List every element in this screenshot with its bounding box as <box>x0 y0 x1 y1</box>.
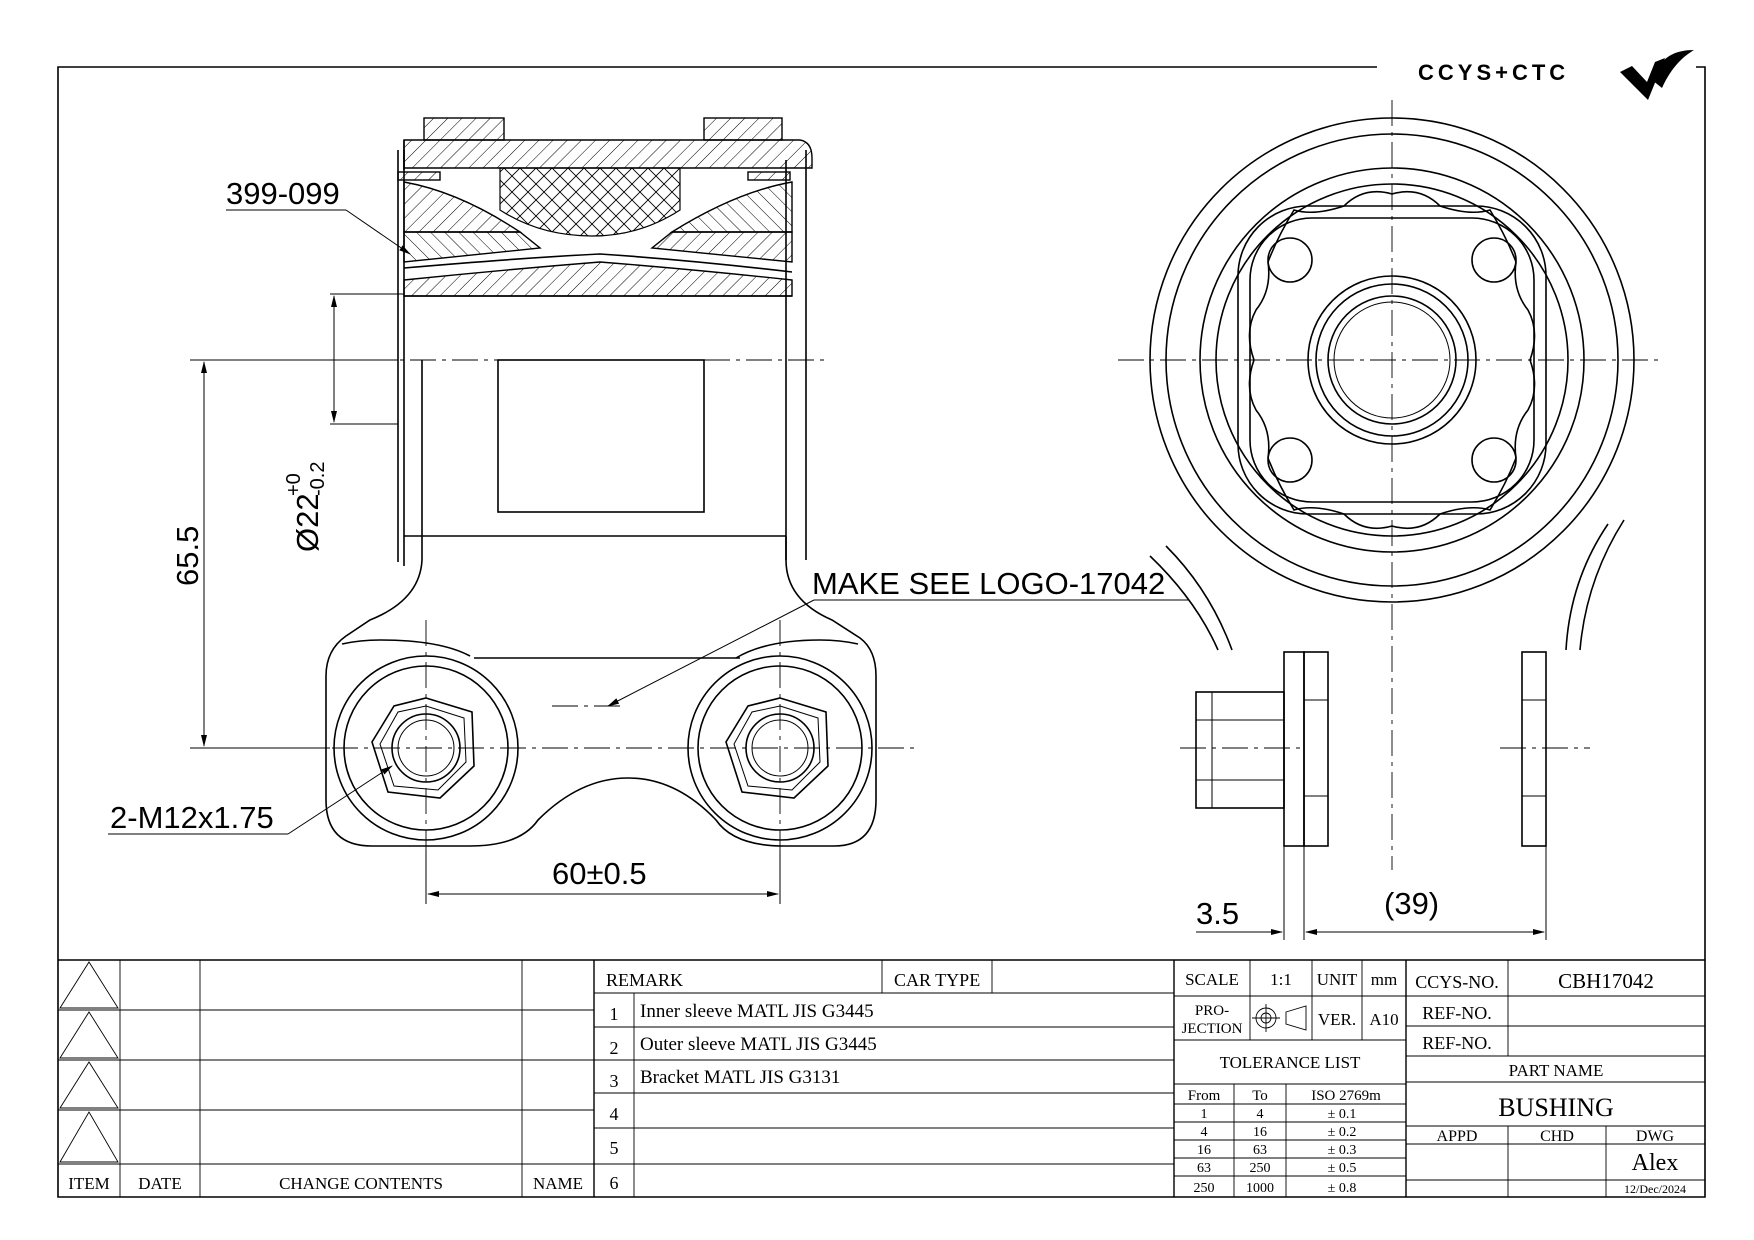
svg-text:250: 250 <box>1194 1181 1215 1196</box>
drawn-by-name: Alex <box>1632 1150 1679 1176</box>
svg-text:Outer sleeve MATL JIS G3445: Outer sleeve MATL JIS G3445 <box>640 1034 877 1055</box>
scale-label: SCALE <box>1185 970 1239 989</box>
part-label-399-099: 399-099 <box>226 176 340 211</box>
dwg-label: DWG <box>1636 1128 1675 1145</box>
ccys-no-value: CBH17042 <box>1558 969 1654 993</box>
svg-text:16: 16 <box>1253 1125 1267 1140</box>
projection-label-line2: JECTION <box>1182 1021 1243 1037</box>
drawing-border <box>57 66 1706 1198</box>
ref-no-label-2: REF-NO. <box>1422 1033 1492 1053</box>
title-block: ITEM DATE CHANGE CONTENTS NAME REMARK CA… <box>58 959 1705 1197</box>
svg-text:250: 250 <box>1250 1161 1271 1176</box>
part-name-value: BUSHING <box>1498 1093 1614 1122</box>
remark-table: REMARK CAR TYPE 1 Inner sleeve MATL JIS … <box>594 960 1175 1197</box>
unit-value: mm <box>1371 970 1397 989</box>
tolerance-row-4: 63 250 ± 0.5 <box>1197 1161 1356 1176</box>
spec-block: SCALE 1:1 UNIT mm PRO- JECTION VER. A10 <box>1174 960 1407 1197</box>
height-dimension: 65.5 <box>170 526 205 586</box>
svg-text:± 0.1: ± 0.1 <box>1328 1107 1357 1122</box>
diameter-upper-tolerance: +0 <box>283 473 305 496</box>
width-reference-dimension: (39) <box>1384 886 1439 921</box>
front-view <box>200 117 920 880</box>
svg-text:3: 3 <box>610 1071 619 1091</box>
header-item: ITEM <box>68 1174 110 1193</box>
svg-text:4: 4 <box>1201 1125 1208 1140</box>
tol-header-from: From <box>1188 1088 1221 1104</box>
svg-text:2: 2 <box>610 1038 619 1058</box>
svg-text:Inner sleeve MATL JIS G3445: Inner sleeve MATL JIS G3445 <box>640 1001 874 1022</box>
header-date: DATE <box>138 1174 181 1193</box>
tolerance-row-1: 1 4 ± 0.1 <box>1201 1107 1357 1122</box>
header-name: NAME <box>533 1174 583 1193</box>
diameter-lower-tolerance: -0.2 <box>307 462 329 496</box>
tolerance-row-3: 16 63 ± 0.3 <box>1197 1143 1356 1158</box>
svg-text:63: 63 <box>1197 1161 1211 1176</box>
svg-text:16: 16 <box>1197 1143 1211 1158</box>
chd-label: CHD <box>1540 1128 1574 1145</box>
tolerance-row-5: 250 1000 ± 0.8 <box>1194 1181 1357 1196</box>
ccys-no-label: CCYS-NO. <box>1415 972 1499 992</box>
remark-label: REMARK <box>606 970 683 990</box>
scale-value: 1:1 <box>1270 970 1292 989</box>
tolerance-row-2: 4 16 ± 0.2 <box>1201 1125 1357 1140</box>
projection-symbol-icon <box>1252 1004 1307 1032</box>
tolerance-list: TOLERANCE LIST From To ISO 2769m 1 4 ± 0… <box>1174 1053 1406 1197</box>
svg-text:1: 1 <box>1201 1107 1208 1122</box>
remark-row-1: 1 Inner sleeve MATL JIS G3445 <box>610 1001 874 1024</box>
unit-label: UNIT <box>1317 970 1358 989</box>
svg-text:± 0.3: ± 0.3 <box>1328 1143 1357 1158</box>
side-view <box>1118 100 1660 870</box>
offset-dimension: 3.5 <box>1196 896 1239 931</box>
car-type-label: CAR TYPE <box>894 970 980 990</box>
svg-text:4: 4 <box>1257 1107 1264 1122</box>
remark-row-6: 6 <box>610 1173 619 1193</box>
appd-label: APPD <box>1437 1128 1478 1145</box>
part-info: CCYS-NO. CBH17042 REF-NO. REF-NO. PART N… <box>1406 960 1705 1197</box>
remark-row-3: 3 Bracket MATL JIS G3131 <box>610 1067 841 1091</box>
tol-header-std: ISO 2769m <box>1311 1088 1381 1104</box>
drawing-date: 12/Dec/2024 <box>1624 1182 1686 1196</box>
svg-text:± 0.8: ± 0.8 <box>1328 1181 1357 1196</box>
svg-text:5: 5 <box>610 1138 619 1158</box>
revision-table: ITEM DATE CHANGE CONTENTS NAME <box>58 960 595 1197</box>
svg-text:± 0.2: ± 0.2 <box>1328 1125 1357 1140</box>
thread-callout: 2-M12x1.75 <box>110 800 274 835</box>
version-label: VER. <box>1318 1010 1356 1029</box>
projection-label-line1: PRO- <box>1195 1003 1229 1019</box>
tolerance-title: TOLERANCE LIST <box>1220 1053 1361 1072</box>
company-logo: CCYS+CTC <box>1418 50 1694 100</box>
tol-header-to: To <box>1252 1088 1268 1104</box>
remark-row-5: 5 <box>610 1138 619 1158</box>
ref-no-label-1: REF-NO. <box>1422 1003 1492 1023</box>
svg-text:4: 4 <box>610 1104 619 1124</box>
svg-text:63: 63 <box>1253 1143 1267 1158</box>
logo-text: CCYS+CTC <box>1418 60 1569 85</box>
part-name-label: PART NAME <box>1509 1061 1604 1080</box>
svg-text:6: 6 <box>610 1173 619 1193</box>
spacing-dimension: 60±0.5 <box>552 856 647 891</box>
make-note: MAKE SEE LOGO-17042 <box>812 566 1165 601</box>
version-value: A10 <box>1369 1010 1398 1029</box>
remark-row-4: 4 <box>610 1104 619 1124</box>
svg-text:1: 1 <box>610 1004 619 1024</box>
diameter-dimension: Ø22 <box>290 493 325 552</box>
remark-row-2: 2 Outer sleeve MATL JIS G3445 <box>610 1034 877 1058</box>
header-change-contents: CHANGE CONTENTS <box>279 1174 443 1193</box>
svg-text:± 0.5: ± 0.5 <box>1328 1161 1357 1176</box>
svg-text:1000: 1000 <box>1246 1181 1274 1196</box>
dimensions: 399-099 Ø22 +0 -0.2 65.5 MAKE SEE LOGO-1… <box>108 176 1547 940</box>
svg-text:Bracket MATL JIS G3131: Bracket MATL JIS G3131 <box>640 1067 840 1088</box>
